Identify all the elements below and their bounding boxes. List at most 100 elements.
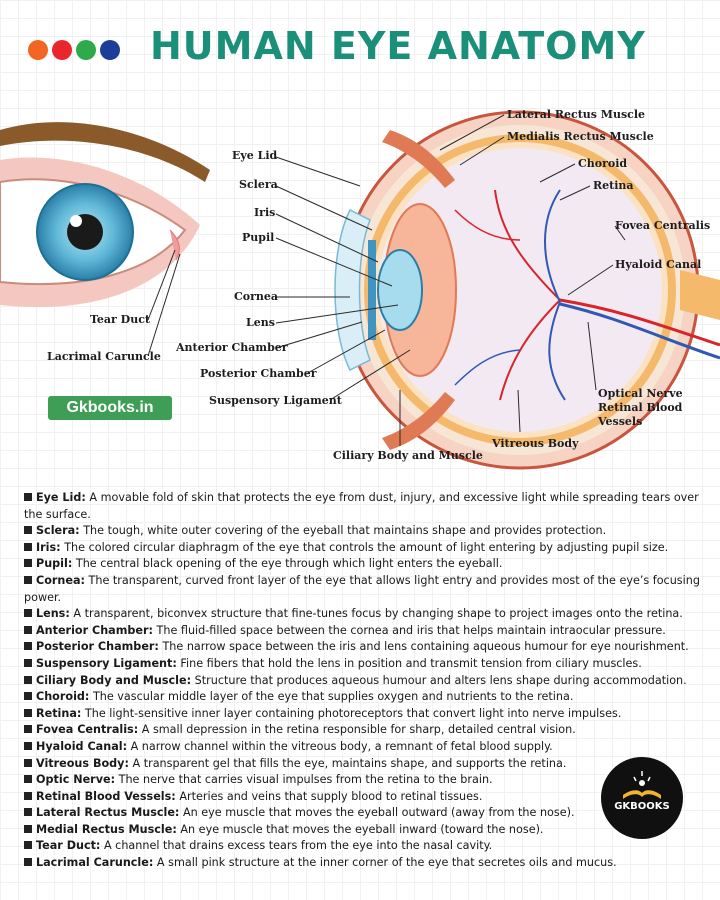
header-dots — [28, 40, 120, 60]
definition-term: Lateral Rectus Muscle: — [36, 806, 180, 820]
definition-text: The light-sensitive inner layer containi… — [81, 706, 622, 720]
label-retinal-blood: Retinal Blood — [598, 401, 683, 414]
definition-item: Anterior Chamber: The fluid-filled space… — [24, 623, 700, 640]
definition-text: Arteries and veins that supply blood to … — [175, 789, 483, 803]
definition-term: Vitreous Body: — [36, 756, 129, 770]
definition-item: Vitreous Body: A transparent gel that fi… — [24, 756, 700, 773]
definition-text: A transparent, biconvex structure that f… — [69, 607, 683, 621]
bullet-square-icon — [24, 858, 32, 867]
bullet-square-icon — [24, 791, 32, 800]
definition-term: Pupil: — [36, 557, 73, 571]
definition-item: Tear Duct: A channel that drains excess … — [24, 838, 700, 855]
definition-item: Sclera: The tough, white outer covering … — [24, 523, 700, 540]
definition-text: Fine fibers that hold the lens in positi… — [176, 656, 642, 670]
bullet-square-icon — [24, 493, 32, 501]
label-anterior-chamber: Anterior Chamber — [175, 341, 288, 354]
definition-text: An eye muscle that moves the eyeball out… — [179, 806, 575, 820]
definition-text: The narrow space between the iris and le… — [158, 640, 689, 654]
bullet-square-icon — [24, 658, 32, 667]
definition-text: Structure that produces aqueous humour a… — [191, 673, 687, 687]
label-hyaloid: Hyaloid Canal — [615, 258, 701, 271]
definition-item: Iris: The colored circular diaphragm of … — [24, 540, 700, 557]
definition-term: Choroid: — [36, 690, 90, 704]
definition-item: Eye Lid: A movable fold of skin that pro… — [24, 490, 700, 523]
bullet-square-icon — [24, 725, 32, 734]
definition-item: Medial Rectus Muscle: An eye muscle that… — [24, 822, 700, 839]
bullet-square-icon — [24, 841, 32, 850]
definition-term: Cornea: — [36, 573, 85, 587]
definition-term: Retinal Blood Vessels: — [36, 789, 176, 803]
gkbooks-logo: GKBOOKS — [601, 757, 683, 839]
definition-text: The tough, white outer covering of the e… — [79, 524, 607, 538]
label-eye-lid: Eye Lid — [232, 149, 278, 162]
label-suspensory-ligament: Suspensory Ligament — [209, 394, 343, 407]
green-dot — [76, 40, 96, 60]
definition-item: Pupil: The central black opening of the … — [24, 556, 700, 573]
page-title: HUMAN EYE ANATOMY — [150, 24, 646, 68]
definition-term: Ciliary Body and Muscle: — [36, 673, 192, 687]
definition-text: The transparent, curved front layer of t… — [24, 573, 700, 604]
red-dot — [52, 40, 72, 60]
label-ciliary-body: Ciliary Body and Muscle — [333, 449, 483, 462]
definition-item: Retina: The light-sensitive inner layer … — [24, 706, 700, 723]
bullet-square-icon — [24, 808, 32, 817]
definition-item: Cornea: The transparent, curved front la… — [24, 573, 700, 606]
label-posterior-chamber: Posterior Chamber — [200, 367, 317, 380]
label-cornea: Cornea — [234, 290, 278, 303]
label-vitreous: Vitreous Body — [491, 437, 579, 450]
definition-text: The vascular middle layer of the eye tha… — [89, 690, 574, 704]
definition-text: The colored circular diaphragm of the ey… — [60, 540, 669, 554]
definition-text: A small depression in the retina respons… — [138, 723, 576, 737]
bullet-square-icon — [24, 675, 32, 684]
website-badge: Gkbooks.in — [48, 396, 172, 420]
bullet-square-icon — [24, 708, 32, 717]
definition-item: Posterior Chamber: The narrow space betw… — [24, 639, 700, 656]
eye-anatomy-diagram: Eye Lid Sclera Iris Pupil Cornea Lens An… — [0, 108, 720, 470]
definition-term: Anterior Chamber: — [36, 623, 153, 637]
external-eye-illustration — [0, 122, 210, 308]
book-icon — [623, 771, 661, 799]
definition-item: Choroid: The vascular middle layer of th… — [24, 689, 700, 706]
bullet-square-icon — [24, 526, 32, 535]
label-vessels: Vessels — [597, 415, 642, 428]
label-sclera: Sclera — [239, 178, 278, 191]
definition-text: A transparent gel that fills the eye, ma… — [128, 756, 567, 770]
label-lens: Lens — [246, 316, 275, 329]
definition-term: Optic Nerve: — [36, 773, 116, 787]
label-tear-duct: Tear Duct — [90, 313, 151, 326]
definition-text: A movable fold of skin that protects the… — [24, 491, 699, 521]
label-optical-nerve: Optical Nerve — [598, 387, 683, 400]
definition-item: Lateral Rectus Muscle: An eye muscle tha… — [24, 805, 700, 822]
blue-dot — [100, 40, 120, 60]
bullet-square-icon — [24, 609, 32, 618]
definition-text: The nerve that carries visual impulses f… — [115, 773, 493, 787]
definition-item: Hyaloid Canal: A narrow channel within t… — [24, 739, 700, 756]
label-medialis-rectus: Medialis Rectus Muscle — [507, 130, 654, 143]
definition-item: Fovea Centralis: A small depression in t… — [24, 722, 700, 739]
definition-term: Lens: — [36, 607, 70, 621]
definition-term: Suspensory Ligament: — [36, 656, 177, 670]
definition-term: Posterior Chamber: — [36, 640, 159, 654]
label-pupil: Pupil — [242, 231, 274, 244]
bullet-square-icon — [24, 692, 32, 701]
label-choroid: Choroid — [578, 157, 627, 170]
definition-term: Sclera: — [36, 524, 80, 538]
definition-text: An eye muscle that moves the eyeball inw… — [176, 822, 544, 836]
definition-item: Suspensory Ligament: Fine fibers that ho… — [24, 656, 700, 673]
definition-term: Eye Lid: — [36, 491, 86, 504]
bullet-square-icon — [24, 625, 32, 634]
label-fovea: Fovea Centralis — [615, 219, 710, 232]
definition-term: Retina: — [36, 706, 82, 720]
definition-term: Lacrimal Caruncle: — [36, 856, 154, 870]
logo-text: GKBOOKS — [614, 801, 670, 812]
definitions-list: Eye Lid: A movable fold of skin that pro… — [24, 490, 700, 872]
bullet-square-icon — [24, 741, 32, 750]
bullet-square-icon — [24, 575, 32, 584]
definition-term: Iris: — [36, 540, 61, 554]
definition-item: Ciliary Body and Muscle: Structure that … — [24, 673, 700, 690]
bullet-square-icon — [24, 775, 32, 784]
definition-text: A channel that drains excess tears from … — [100, 839, 493, 853]
eyeball-cross-section — [334, 110, 720, 470]
definition-text: The central black opening of the eye thr… — [72, 557, 503, 571]
label-iris: Iris — [254, 206, 275, 219]
